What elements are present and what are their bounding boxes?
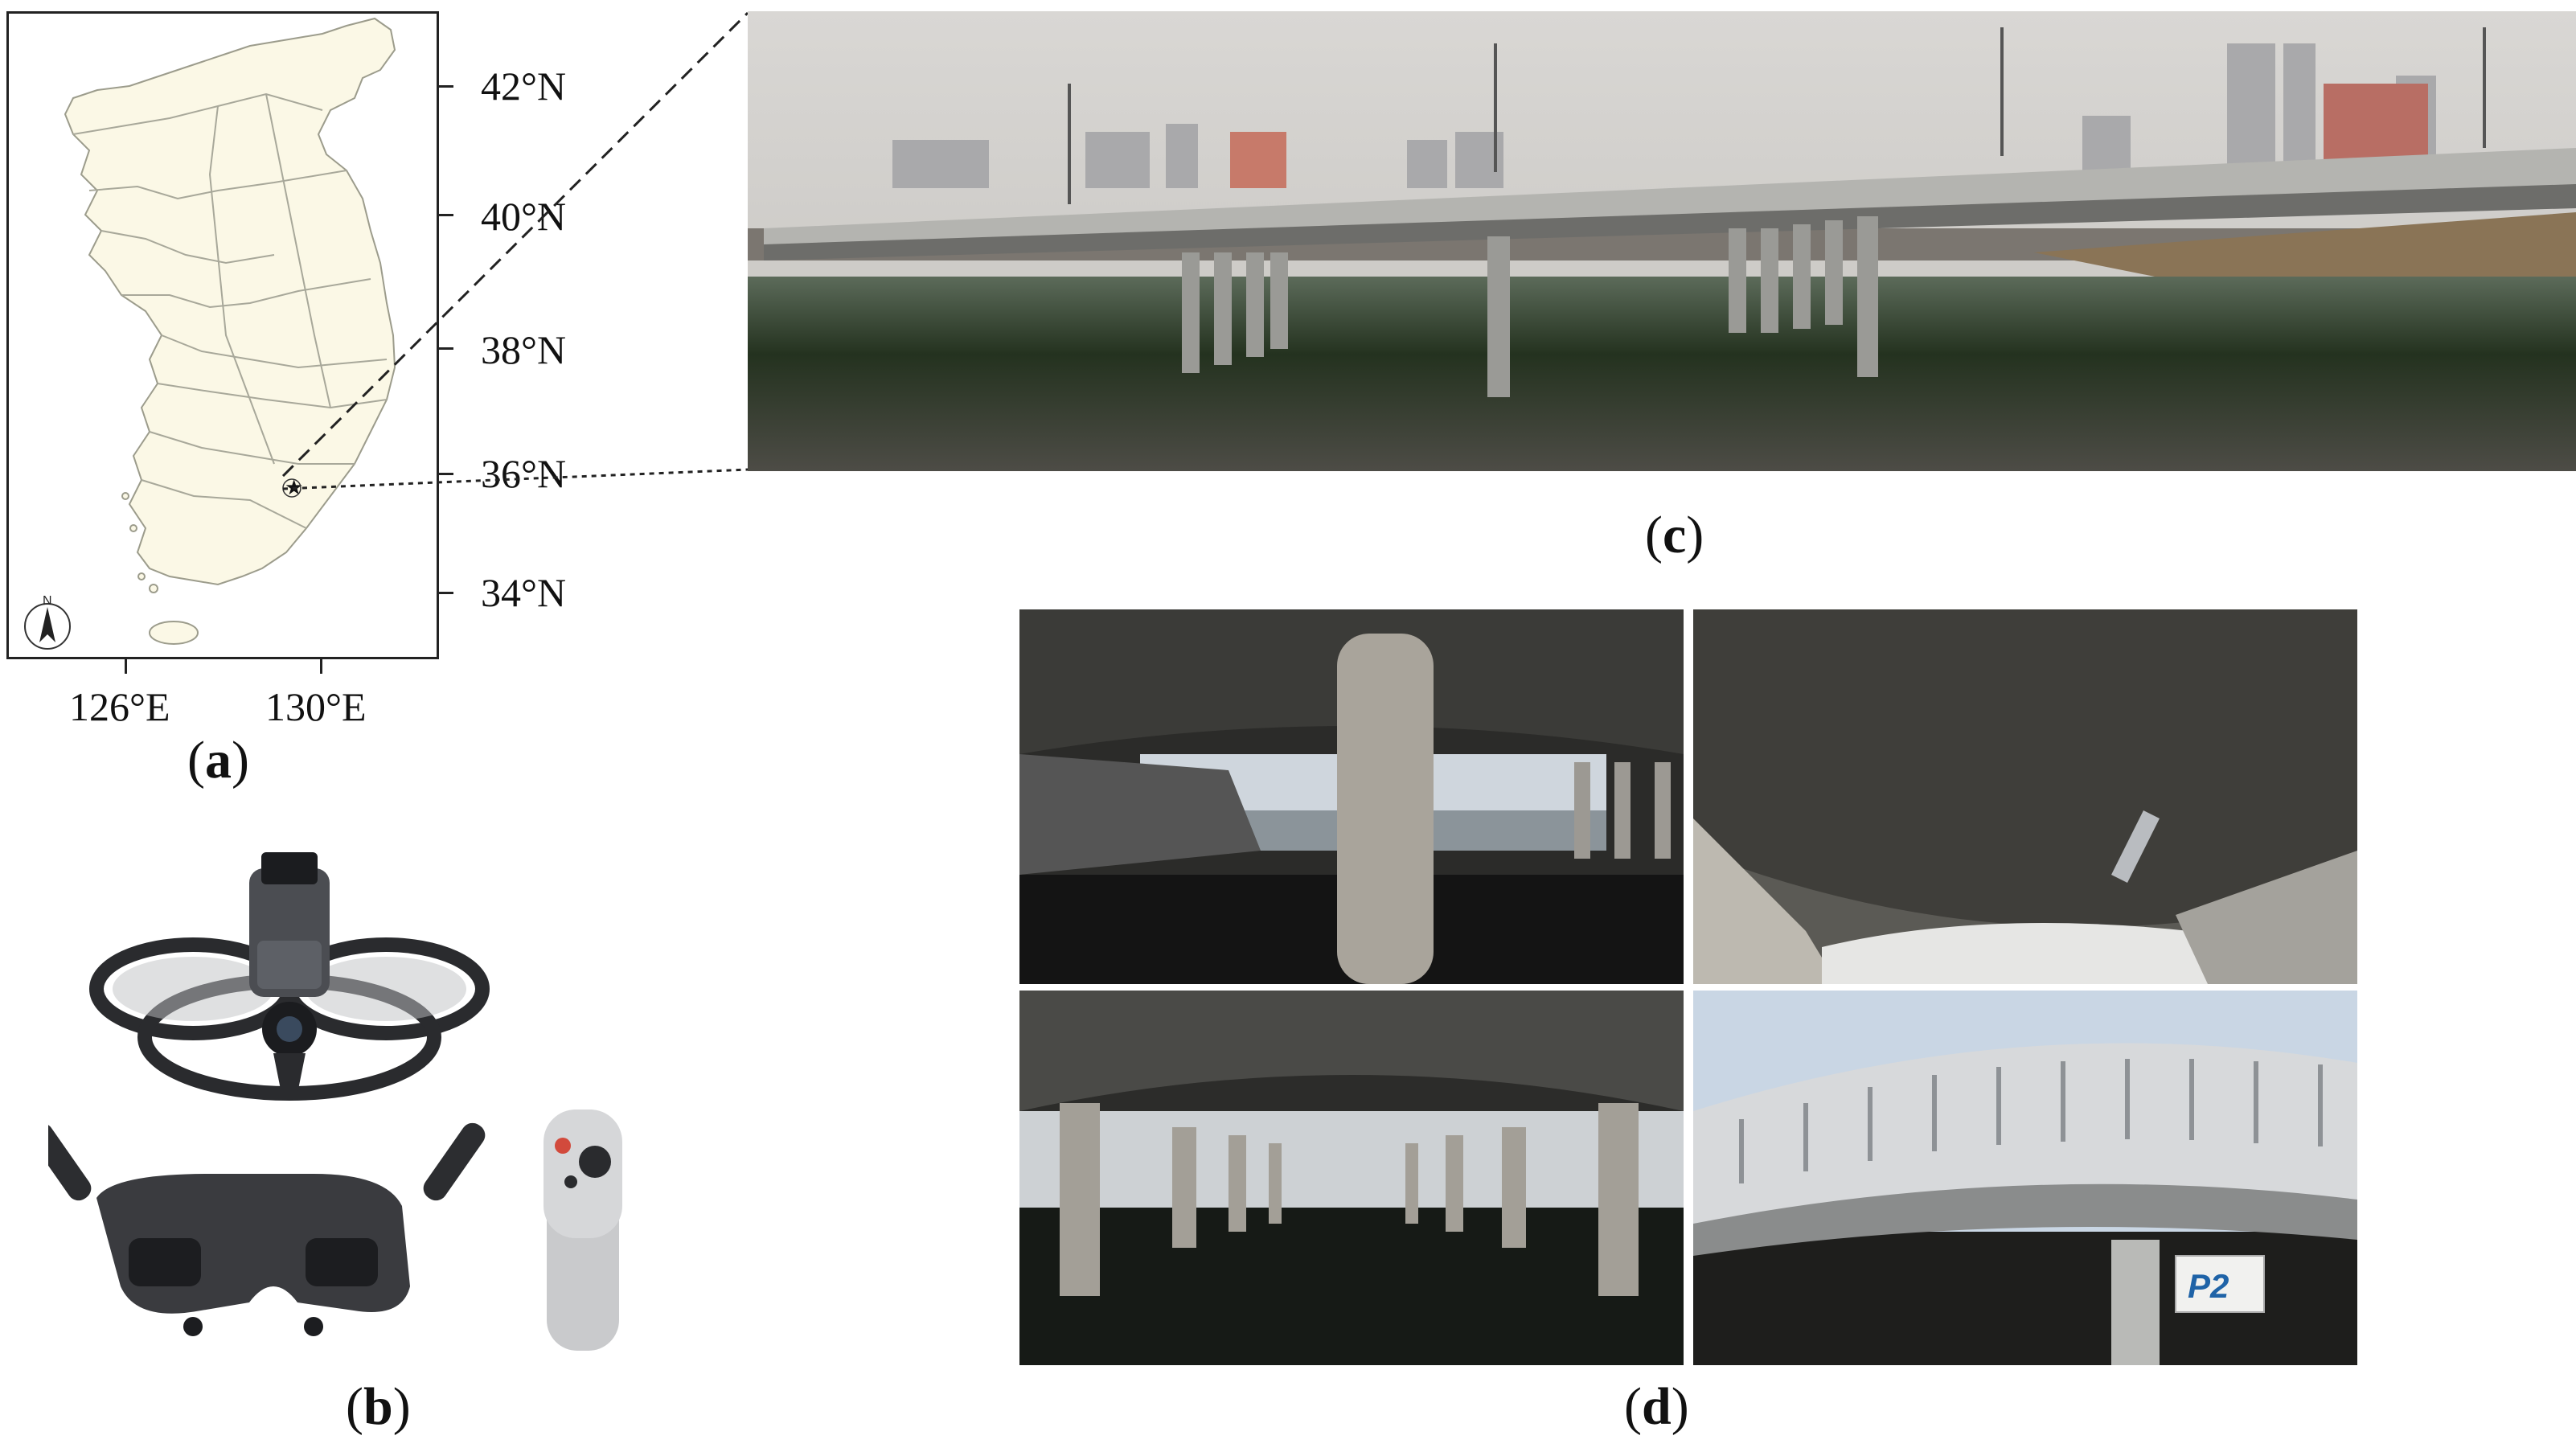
korea-map: ★ N <box>24 17 396 650</box>
lat-tick <box>439 347 453 350</box>
svg-text:N: N <box>43 594 52 608</box>
lon-tick <box>320 659 322 674</box>
panel-label-c: (c) <box>1645 506 1704 564</box>
drone-kit-illustration <box>48 852 622 1351</box>
under-bridge-photo-corridor <box>1019 991 1684 1365</box>
north-arrow-icon: N <box>24 594 71 650</box>
panel-label-d: (d) <box>1624 1377 1689 1436</box>
islands <box>121 492 199 645</box>
lat-label-38: 38°N <box>481 327 567 372</box>
bridge-girder-photo: P2 <box>1693 991 2357 1365</box>
lat-tick <box>439 214 453 216</box>
pier-sign-label: P2 <box>2188 1267 2229 1305</box>
lat-label-42: 42°N <box>481 64 567 109</box>
lat-label-34: 34°N <box>481 570 567 615</box>
lat-tick <box>439 473 453 475</box>
fpv-goggles <box>48 1122 486 1336</box>
map-frame: ★ N <box>6 11 439 659</box>
lat-tick <box>439 85 453 88</box>
panel-label-b: (b) <box>346 1377 411 1436</box>
bridge-panorama-photo <box>748 11 2576 471</box>
lon-label-126: 126°E <box>69 684 170 729</box>
panel-label-a: (a) <box>187 731 249 790</box>
deck-underside-photo <box>1693 609 2357 984</box>
motion-controller <box>544 1110 622 1351</box>
fpv-drone <box>89 852 490 1101</box>
under-bridge-photo-pier <box>1019 609 1684 984</box>
lat-label-36: 36°N <box>481 451 567 496</box>
lon-label-130: 130°E <box>265 684 367 729</box>
lat-label-40: 40°N <box>481 194 567 239</box>
lat-tick <box>439 592 453 594</box>
lon-tick <box>125 659 127 674</box>
